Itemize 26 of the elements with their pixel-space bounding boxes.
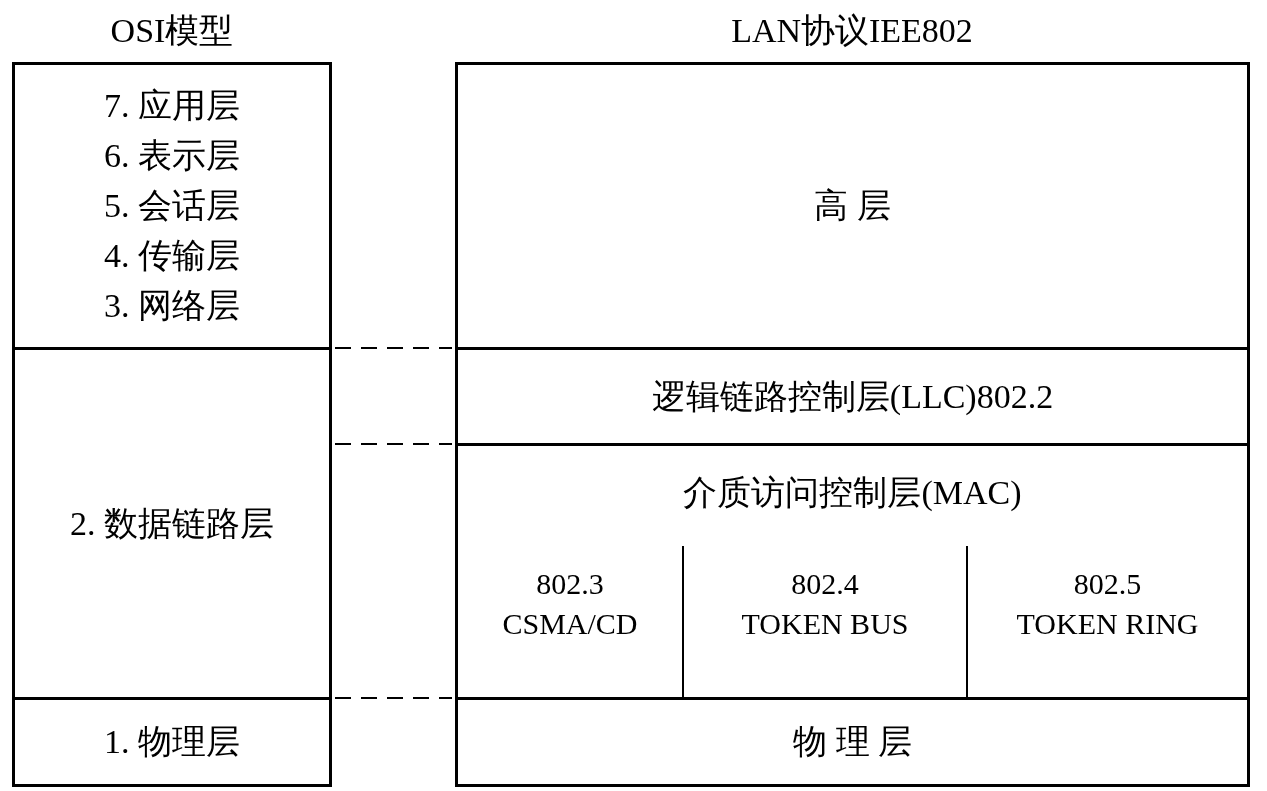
column-heading: OSI模型 — [110, 11, 234, 51]
layer-name: TOKEN BUS — [741, 606, 909, 642]
layer-name: 6. 表示层 — [104, 136, 240, 176]
layer-box — [12, 347, 332, 700]
layer-name: CSMA/CD — [502, 606, 638, 642]
layer-name: 1. 物理层 — [104, 722, 240, 762]
layer-box — [12, 697, 332, 787]
layer-box — [455, 697, 1250, 787]
layer-name: 802.3 — [536, 566, 604, 602]
layer-box — [455, 347, 1250, 446]
layer-name: 802.5 — [1073, 566, 1142, 602]
layer-name: 5. 会话层 — [104, 186, 240, 226]
layer-name: 物 理 层 — [793, 722, 912, 762]
column-heading: LAN协议IEE802 — [731, 11, 973, 51]
layer-name: TOKEN RING — [1016, 606, 1199, 642]
layer-name: 7. 应用层 — [104, 86, 240, 126]
layer-box — [455, 443, 1250, 700]
layer-name: 逻辑链路控制层(LLC)802.2 — [651, 376, 1054, 417]
layer-box — [455, 62, 1250, 350]
layer-name: 4. 传输层 — [104, 236, 240, 276]
layer-name: 高 层 — [814, 186, 891, 226]
layer-box — [12, 62, 332, 350]
layer-name: 介质访问控制层(MAC) — [683, 473, 1022, 513]
layer-name: 802.4 — [791, 566, 859, 602]
layer-name: 2. 数据链路层 — [70, 503, 274, 544]
layer-name: 3. 网络层 — [104, 286, 240, 326]
